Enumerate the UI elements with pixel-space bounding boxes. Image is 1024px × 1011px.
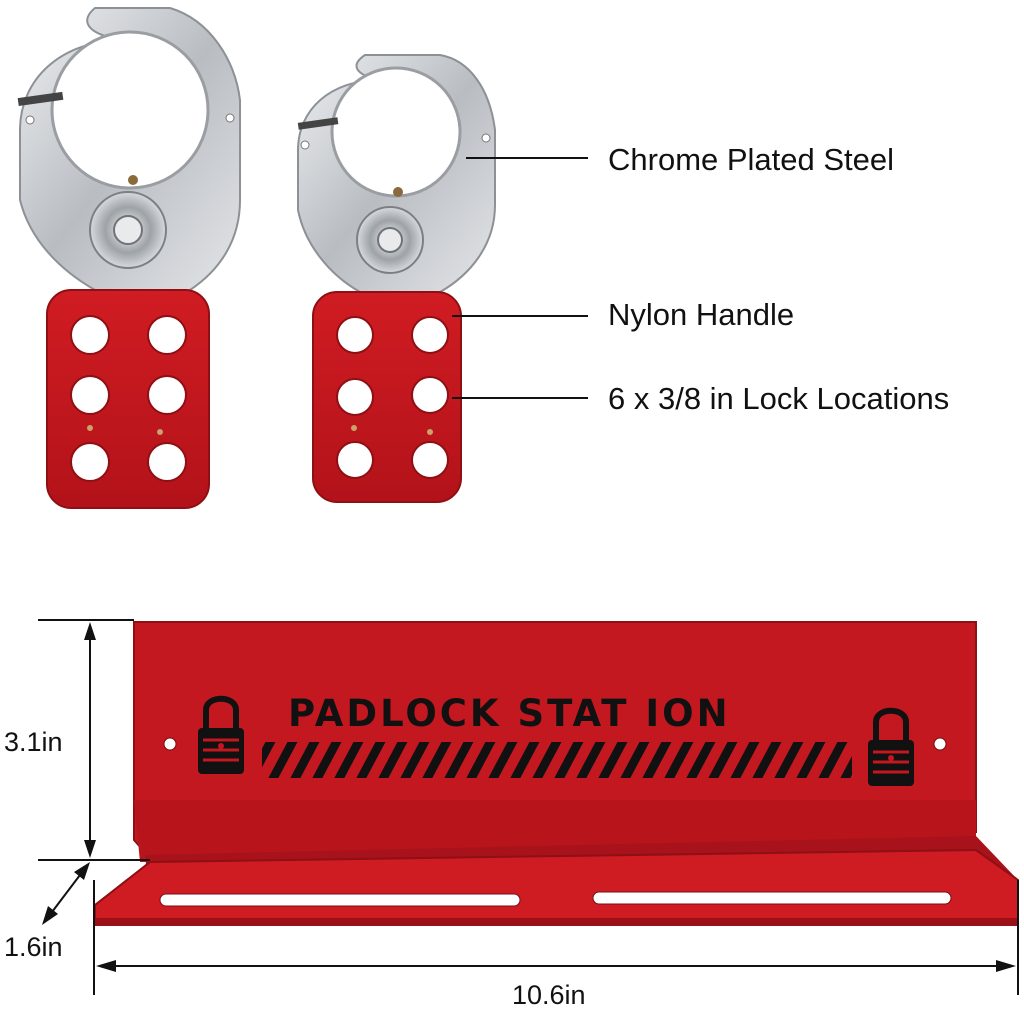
- small-hasp-ring-opening: [330, 66, 462, 198]
- width-dimension: [93, 880, 1019, 995]
- depth-dimension-label: 1.6in: [4, 932, 63, 962]
- hazard-stripes: [262, 742, 852, 778]
- callout-handle-label: Nylon Handle: [608, 297, 795, 332]
- padlock-station: PADLOCK STAT ION: [94, 621, 1019, 926]
- station-title: PADLOCK STAT ION: [288, 692, 731, 735]
- depth-dimension: [42, 862, 90, 925]
- width-dimension-label: 10.6in: [512, 980, 586, 1010]
- padlock-icon: [868, 707, 914, 786]
- padlock-icon: [198, 695, 244, 774]
- large-hasp-ring-opening: [50, 30, 210, 190]
- height-dimension: [38, 619, 150, 861]
- small-hasp: [297, 54, 496, 503]
- callout-material-label: Chrome Plated Steel: [608, 142, 895, 177]
- callout-locks-label: 6 x 3/8 in Lock Locations: [608, 381, 950, 416]
- station-base-flange: [94, 848, 1019, 921]
- height-dimension-label: 3.1in: [4, 727, 63, 757]
- station-slot-right: [592, 891, 952, 905]
- station-slot-left: [159, 893, 521, 907]
- large-hasp: [17, 7, 241, 509]
